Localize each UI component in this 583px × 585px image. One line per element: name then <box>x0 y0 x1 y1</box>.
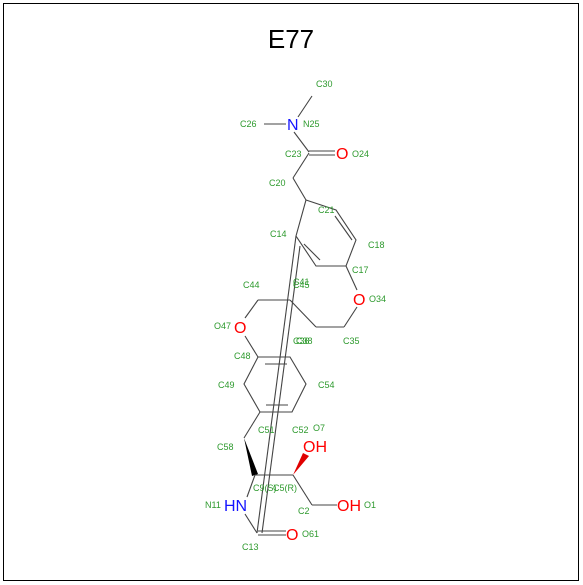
atom-label-o1: O1 <box>364 500 376 510</box>
bond-c5-c2 <box>292 474 313 506</box>
diagram-title: E77 <box>268 24 314 54</box>
atom-label-c5: C5(R) <box>273 483 297 493</box>
atom-label-c2: C2 <box>298 506 310 516</box>
atom-label-o47: O47 <box>214 321 231 331</box>
atom-label-c35: C35 <box>343 336 360 346</box>
atom-label-n25: N25 <box>303 119 320 129</box>
diagram-frame <box>3 3 579 581</box>
bonds <box>243 95 358 536</box>
bond-macrocycle-long-2 <box>261 245 301 534</box>
heteroatom-symbol-n11-sym: HN <box>224 498 247 515</box>
ring-bottom <box>243 356 307 413</box>
atom-label-n11: N11 <box>205 500 221 510</box>
bond-n11-c13 <box>244 513 258 534</box>
atom-label-c36: C36 <box>293 336 310 346</box>
bond-macrocycle-long <box>256 235 297 534</box>
wedge-oh7 <box>293 453 309 475</box>
atom-label-c9: C9(S) <box>253 483 277 493</box>
atom-label-c20: C20 <box>269 178 286 188</box>
bond-o34-c35 <box>343 306 358 328</box>
bond-c23-c20 <box>292 152 310 179</box>
heteroatom-symbol-o61-sym: O <box>286 527 298 544</box>
heteroatom-symbol-o24-sym: O <box>336 146 348 163</box>
atom-label-o7: O7 <box>313 423 325 433</box>
atom-label-c14: C14 <box>270 229 287 239</box>
atom-label-c38: C38 <box>296 336 313 346</box>
ring-top-double-a <box>303 243 321 261</box>
heteroatom-symbol-oh1-sym: OH <box>337 498 361 515</box>
atom-label-c13: C13 <box>242 542 259 552</box>
atom-label-c23: C23 <box>285 149 302 159</box>
heteroatom-symbols: N O O O OH OH HN O <box>224 117 365 544</box>
bond-c44-o47 <box>244 299 259 319</box>
wedge-c58 <box>244 438 258 476</box>
atom-label-c48: C48 <box>234 351 251 361</box>
atom-label-c30: C30 <box>316 79 333 89</box>
atom-label-c44: C44 <box>243 280 260 290</box>
bond-c20-ring <box>292 177 307 201</box>
atom-label-c21: C21 <box>318 205 335 215</box>
heteroatom-symbol-oh7-sym: OH <box>303 439 327 456</box>
bond-c9-n11 <box>246 474 256 498</box>
bond-o47-c48 <box>244 335 259 358</box>
atom-label-c45: C45 <box>293 280 310 290</box>
atom-label-c58: C58 <box>217 442 234 452</box>
bond-n25-c30 <box>297 95 313 118</box>
ring-top-double-b <box>334 215 353 241</box>
atom-label-c49: C49 <box>218 380 235 390</box>
atom-label-o34: O34 <box>369 294 386 304</box>
bond-c17-o34 <box>345 265 358 291</box>
bond-c51-c58 <box>243 411 261 439</box>
atom-label-c52: C52 <box>292 425 309 435</box>
heteroatom-symbol-o34-sym: O <box>353 292 365 309</box>
atom-label-o24: O24 <box>352 149 369 159</box>
atom-label-o61: O61 <box>302 529 319 539</box>
atom-label-c51: C51 <box>258 425 275 435</box>
heteroatom-symbol-n25-sym: N <box>287 117 299 134</box>
atom-label-c18: C18 <box>368 240 385 250</box>
atom-label-c26: C26 <box>240 119 257 129</box>
bond-n25-c23 <box>293 131 310 153</box>
heteroatom-symbol-o47-sym: O <box>234 320 246 337</box>
atom-label-c17: C17 <box>352 265 369 275</box>
bond-c36-c41 <box>289 299 317 328</box>
atom-label-c54: C54 <box>318 380 335 390</box>
atom-label-c41: C41 <box>293 277 310 287</box>
